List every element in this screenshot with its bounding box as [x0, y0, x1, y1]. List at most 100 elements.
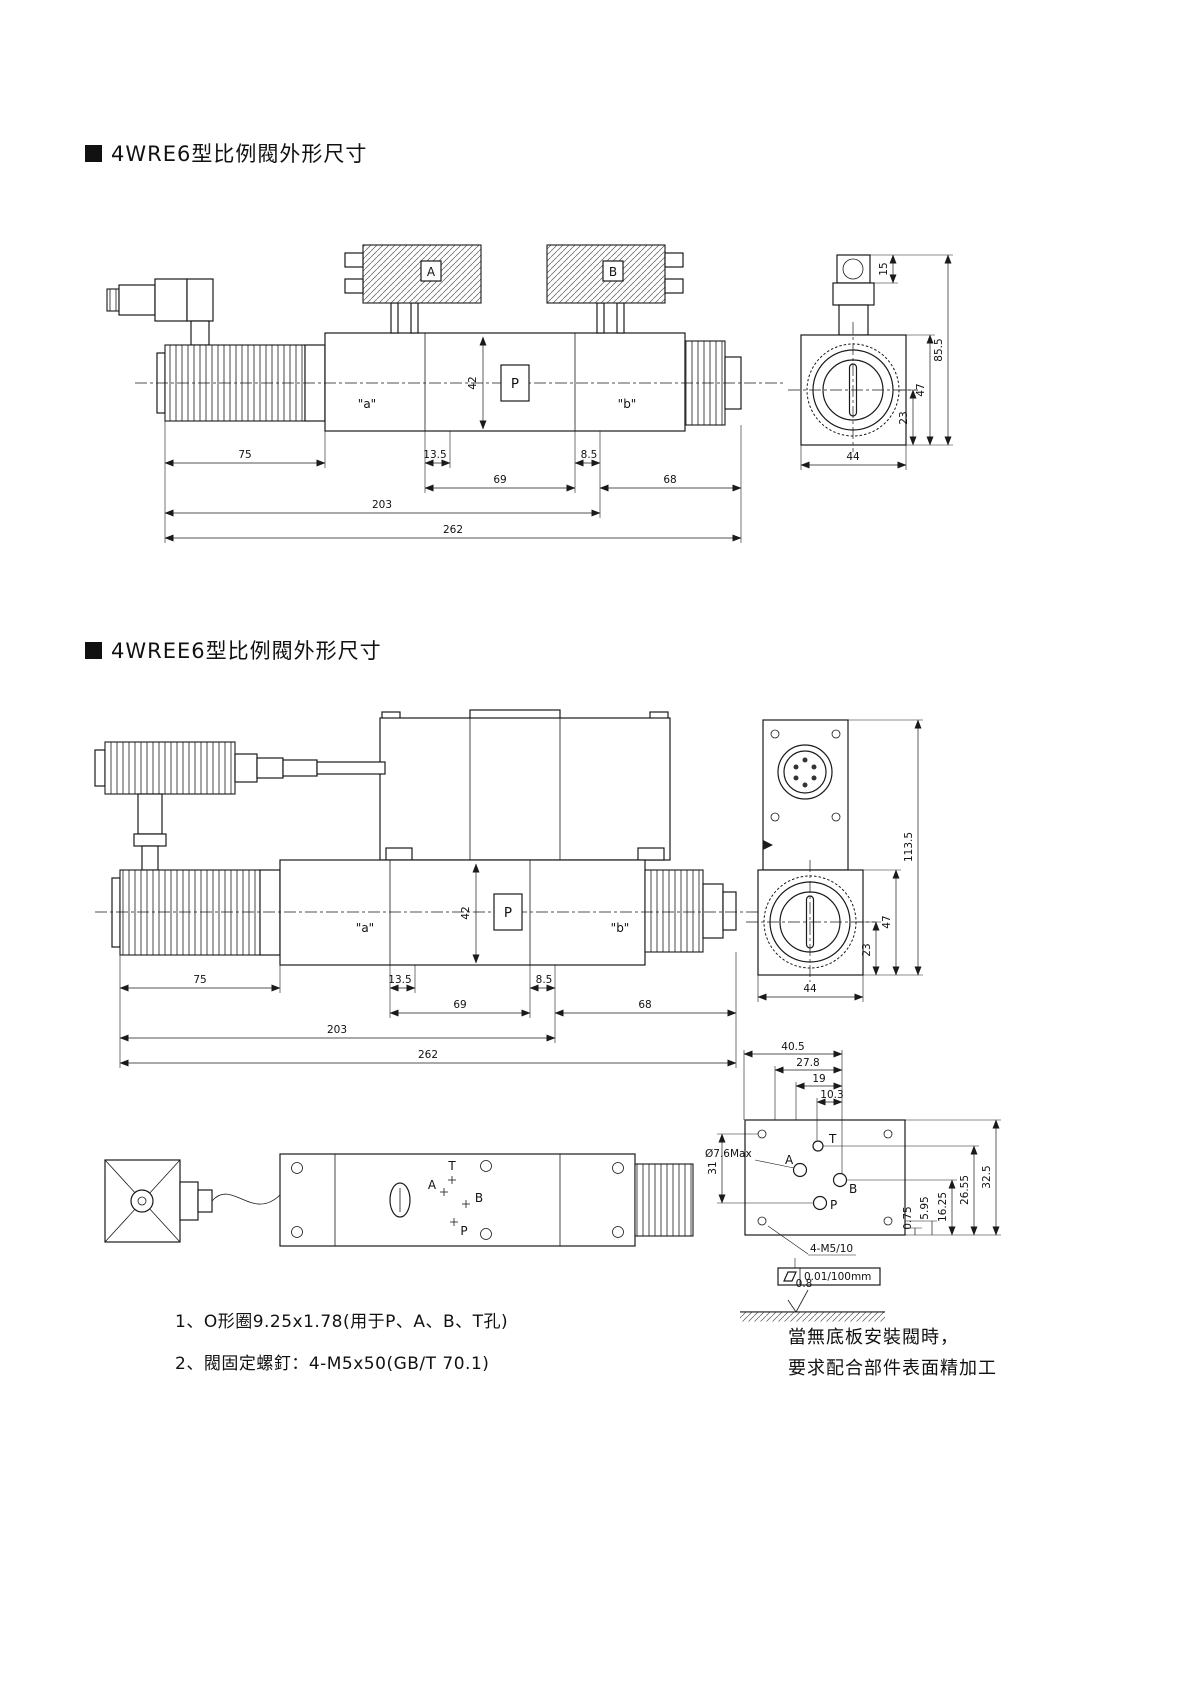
flatness-tolerance: 0.01/100mm: [777, 1258, 881, 1286]
svg-text:47: 47: [915, 383, 927, 396]
port-labels: P "a" "b": [356, 893, 630, 935]
electronics-housing-end: [762, 719, 849, 871]
4wree6-end-view-drawing: 113.5 47 23 44: [746, 719, 923, 1002]
electronics-housing: [379, 709, 671, 861]
dim-42: 42: [467, 336, 487, 430]
dim-8-5: 8.5: [574, 449, 601, 467]
section2-title-text: 4WREE6型比例閥外形尺寸: [111, 639, 382, 663]
right-end-cap: [644, 869, 737, 953]
svg-text:16.25: 16.25: [937, 1192, 949, 1222]
dim-44: 44: [800, 451, 907, 469]
note-2: 2、閥固定螺釘：4-M5x50(GB/T 70.1): [175, 1354, 490, 1374]
dim-42: 42: [460, 863, 480, 964]
right-end-ribs: [634, 1163, 694, 1237]
4wre6-end-view-drawing: 15 85.5 47 23 44: [788, 254, 953, 470]
surface-finish-detail: 0.8: [740, 1278, 885, 1322]
svg-text:32.5: 32.5: [981, 1165, 993, 1188]
dim-113-5: 113.5: [903, 719, 922, 976]
port-b-label: B: [475, 1191, 483, 1205]
roughness-value: 0.8: [796, 1278, 813, 1290]
svg-text:5.95: 5.95: [919, 1196, 931, 1219]
dim-262: 262: [119, 1049, 737, 1067]
dim-262: 262: [164, 524, 742, 542]
note-baseplate: 當無底板安裝閥時， 要求配合部件表面精加工: [788, 1322, 997, 1384]
screw-spec: 4-M5/10: [810, 1243, 853, 1255]
section1-title: 4WRE6型比例閥外形尺寸: [85, 138, 367, 168]
hole-labels: T A B P Ø7.6Max: [705, 1132, 857, 1212]
left-bracket: [104, 1159, 281, 1243]
svg-text:13.5: 13.5: [388, 974, 411, 986]
dim-15: 15: [878, 254, 897, 284]
svg-text:8.5: 8.5: [581, 449, 598, 461]
coil-a-label: A: [427, 265, 436, 279]
dim-47: 47: [915, 334, 934, 446]
svg-text:31: 31: [707, 1161, 719, 1174]
hole-a-label: A: [785, 1153, 794, 1167]
svg-text:23: 23: [861, 943, 873, 956]
svg-text:68: 68: [638, 999, 651, 1011]
svg-text:8.5: 8.5: [536, 974, 553, 986]
coil-b-label: B: [609, 265, 617, 279]
coil-a: A: [344, 244, 482, 334]
4wre6-side-view-drawing: A B P "a" "b" 42 75: [106, 244, 785, 543]
dim-31: 31: [707, 1133, 813, 1204]
dim-68: 68: [599, 474, 742, 492]
section1-title-text: 4WRE6型比例閥外形尺寸: [111, 142, 368, 166]
hole-diameter-label: Ø7.6Max: [705, 1148, 752, 1160]
dim-69: 69: [424, 474, 576, 492]
svg-text:15: 15: [878, 262, 890, 275]
dim-85-5: 85.5: [933, 254, 952, 446]
left-solenoid: [111, 869, 281, 956]
position-b-label: "b": [611, 921, 630, 935]
hole-t-label: T: [828, 1132, 837, 1146]
dim-47: 47: [881, 869, 900, 976]
section1-bullet-icon: [85, 144, 102, 162]
cable-curve: [211, 1193, 281, 1205]
pilot-cartridge: [94, 741, 386, 871]
svg-text:42: 42: [467, 376, 479, 389]
svg-text:44: 44: [803, 983, 817, 995]
svg-text:75: 75: [193, 974, 206, 986]
hole-p-label: P: [830, 1198, 837, 1212]
svg-text:69: 69: [493, 474, 506, 486]
dim-13-5: 13.5: [388, 974, 416, 992]
svg-text:262: 262: [443, 524, 463, 536]
dim-44: 44: [757, 983, 864, 1001]
flatness-symbol-icon: [783, 1271, 797, 1282]
port-p-label: P: [504, 905, 512, 921]
valve-body-top: [279, 1153, 636, 1247]
dim-23: 23: [898, 389, 917, 446]
svg-text:203: 203: [327, 1024, 347, 1036]
dim-75: 75: [119, 974, 281, 992]
dim-203: 203: [119, 1024, 556, 1042]
screw-callout: 4-M5/10: [767, 1225, 856, 1256]
svg-text:10.3: 10.3: [820, 1089, 843, 1101]
dim-203: 203: [164, 499, 601, 517]
port-a-label: A: [428, 1178, 437, 1192]
svg-text:0.75: 0.75: [902, 1206, 914, 1229]
orientation-mark-icon: [763, 840, 773, 850]
flatness-value: 0.01/100mm: [804, 1271, 871, 1283]
position-a-label: "a": [356, 921, 374, 935]
svg-text:13.5: 13.5: [423, 449, 446, 461]
svg-text:113.5: 113.5: [903, 832, 915, 862]
top-dims: 40.5 27.8 19 10.3: [743, 1041, 844, 1174]
svg-text:262: 262: [418, 1049, 438, 1061]
svg-text:68: 68: [663, 474, 676, 486]
port-p-label: P: [511, 376, 519, 392]
section2-title: 4WREE6型比例閥外形尺寸: [85, 635, 382, 665]
coil-b: B: [546, 244, 684, 334]
dim-69: 69: [389, 999, 531, 1017]
hole-b-label: B: [849, 1182, 857, 1196]
note-baseplate-line1: 當無底板安裝閥時，: [788, 1327, 959, 1348]
dim-68: 68: [554, 999, 737, 1017]
valve-top-view-drawing: T A B P: [104, 1153, 694, 1247]
svg-text:44: 44: [846, 451, 860, 463]
svg-text:23: 23: [898, 411, 910, 424]
svg-text:19: 19: [812, 1073, 825, 1085]
section2-bullet-icon: [85, 641, 102, 659]
port-t-label: T: [447, 1159, 456, 1173]
port-marks: T A B P: [428, 1159, 483, 1238]
right-dims: 0.75 5.95 16.25 26.55 32.5: [823, 1119, 1001, 1236]
